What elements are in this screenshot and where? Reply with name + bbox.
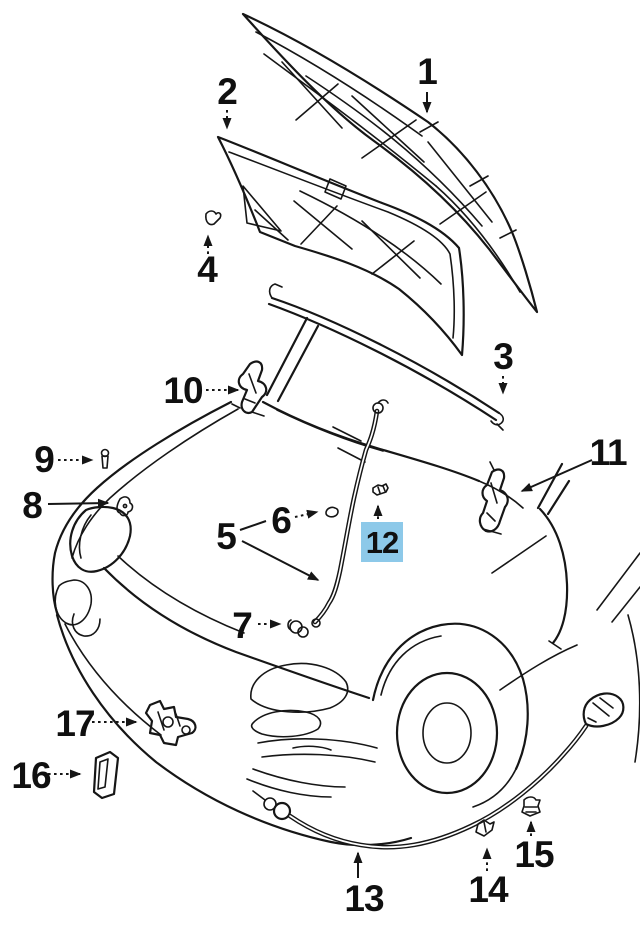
callout-9[interactable]: 9 (34, 439, 55, 480)
callout-2[interactable]: 2 (217, 71, 238, 112)
hood-support-rod-drawing (311, 399, 389, 628)
hood-hinge-right-drawing (478, 461, 509, 535)
callout-5-to-6-line (239, 520, 267, 531)
hood-lock-part-17-drawing (144, 699, 197, 747)
callout-arrows (47, 92, 593, 878)
callout-6[interactable]: 6 (271, 500, 292, 541)
grommet-part-8-drawing (116, 496, 134, 517)
callout-14[interactable]: 14 (468, 869, 510, 910)
clip-part-4-drawing (205, 210, 222, 226)
callout-10[interactable]: 10 (163, 370, 204, 411)
clip-part-12-drawing (372, 483, 389, 496)
callout-4[interactable]: 4 (197, 249, 219, 290)
grommet-part-6-drawing (325, 506, 339, 518)
hood-panel-drawing (241, 12, 539, 314)
callout-11-arrow (520, 459, 593, 492)
callout-labels: 1 2 3 4 5 6 7 8 9 10 11 12 13 14 15 16 1… (11, 51, 628, 919)
clip-part-15-drawing (521, 796, 541, 817)
callout-17[interactable]: 17 (55, 703, 95, 744)
screw-part-9-drawing (100, 448, 110, 469)
callout-15[interactable]: 15 (514, 834, 555, 875)
hood-hinge-left-drawing (231, 360, 268, 417)
callout-1[interactable]: 1 (417, 51, 438, 92)
callout-6-arrow (294, 509, 319, 519)
hood-release-cable-drawing (252, 692, 625, 850)
weatherstrip-drawing (267, 283, 505, 431)
callout-5[interactable]: 5 (216, 516, 237, 557)
rod-clamp-part-7-drawing (287, 619, 309, 638)
callout-11[interactable]: 11 (589, 432, 628, 473)
callout-12[interactable]: 12 (366, 525, 399, 560)
callout-13[interactable]: 13 (344, 878, 385, 919)
callout-16[interactable]: 16 (11, 755, 52, 796)
callout-8-arrow (47, 498, 110, 508)
callout-12-highlight[interactable] (361, 522, 403, 562)
clip-part-16-drawing (92, 750, 120, 800)
callout-5-arrow (241, 540, 320, 581)
callout-8[interactable]: 8 (22, 485, 43, 526)
car-body-drawing (51, 316, 640, 847)
clip-part-14-drawing (475, 819, 495, 837)
hood-inner-panel-drawing (216, 135, 465, 357)
callout-3[interactable]: 3 (493, 336, 514, 377)
callout-7[interactable]: 7 (232, 605, 253, 646)
